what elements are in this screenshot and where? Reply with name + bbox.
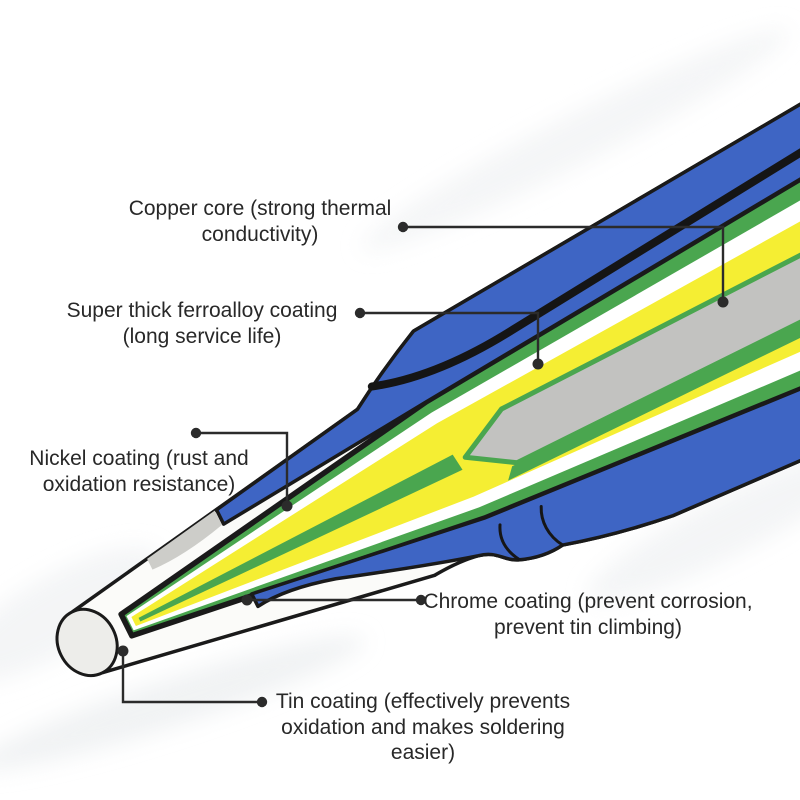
- label-ferroalloy-line2: (long service life): [122, 324, 282, 348]
- dot-tin-text-end: [256, 696, 268, 708]
- green-center-stripe: [138, 454, 463, 622]
- streak-above-body: [360, 28, 790, 252]
- leader-lines: [121, 225, 725, 704]
- dot-tin-target: [117, 645, 129, 657]
- label-tin-line1: Tin coating (effectively prevents: [275, 690, 571, 713]
- chrome-sleeve-lower: [249, 313, 800, 609]
- leader-copper-core: [403, 225, 725, 302]
- label-ferroalloy-line1: Super thick ferroalloy coating: [66, 299, 338, 322]
- tip-face-ellipse: [55, 607, 119, 678]
- label-copper-core: Copper core (strong thermal conductivity…: [100, 196, 420, 247]
- label-chrome-line1: Chrome coating (prevent corrosion,: [423, 590, 753, 613]
- shadow-left-of-tip: [0, 546, 161, 684]
- leader-ferroalloy: [360, 311, 540, 364]
- label-nickel-line1: Nickel coating (rust and: [29, 447, 249, 470]
- label-nickel: Nickel coating (rust and oxidation resis…: [8, 446, 270, 497]
- dot-ferroalloy-target: [532, 358, 544, 370]
- dot-copper-text-end: [397, 221, 409, 233]
- sleeve-inner-outline: [367, 101, 800, 391]
- label-chrome: Chrome coating (prevent corrosion, preve…: [423, 589, 753, 640]
- dot-ferroalloy-text-end: [354, 307, 366, 319]
- copper-core-layer: [462, 190, 800, 466]
- leader-nickel: [196, 431, 289, 506]
- soldering-tip-group: [55, 68, 800, 678]
- sleeve-seam-rear: [539, 505, 565, 547]
- sleeve-seam-front: [498, 523, 522, 562]
- label-tin: Tin coating (effectively prevents oxidat…: [248, 689, 598, 766]
- dot-nickel-text-end: [190, 427, 202, 439]
- label-copper-core-line2: conductivity): [201, 222, 319, 246]
- label-nickel-line2: oxidation resistance): [42, 472, 236, 496]
- label-ferroalloy: Super thick ferroalloy coating (long ser…: [47, 298, 357, 349]
- dot-nickel-target: [281, 500, 293, 512]
- green-ring-lower-band: [508, 250, 800, 481]
- label-chrome-line2: prevent tin climbing): [494, 615, 682, 639]
- cut-silver-sliver: [147, 510, 222, 570]
- chrome-sleeve-upper: [214, 68, 800, 526]
- dot-copper-target: [717, 296, 729, 308]
- label-tin-line2: oxidation and makes soldering easier): [281, 715, 565, 765]
- streak-below-body: [586, 447, 800, 603]
- dot-chrome-text-end: [415, 594, 427, 606]
- leader-tin: [121, 651, 262, 704]
- label-copper-core-line1: Copper core (strong thermal: [128, 197, 392, 220]
- leader-dots: [117, 221, 729, 708]
- dot-chrome-target: [241, 594, 253, 606]
